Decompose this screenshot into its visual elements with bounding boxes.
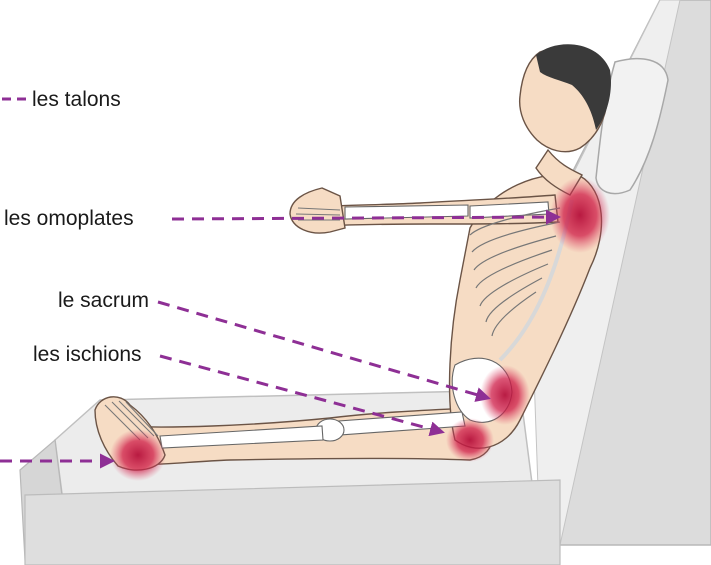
label-talons: les talons xyxy=(32,89,121,110)
hand xyxy=(290,188,345,233)
pressure-zone-talons xyxy=(110,429,166,481)
label-ischions: les ischions xyxy=(33,344,142,365)
sacrum-arrow xyxy=(158,302,488,398)
pressure-zone-ischions xyxy=(446,418,494,462)
pressure-zone-sacrum xyxy=(480,365,530,425)
pressure-zone-omoplates xyxy=(550,177,610,253)
bed-mattress-base xyxy=(25,480,560,565)
label-omoplates: les omoplates xyxy=(4,208,134,229)
label-sacrum: le sacrum xyxy=(58,290,149,311)
